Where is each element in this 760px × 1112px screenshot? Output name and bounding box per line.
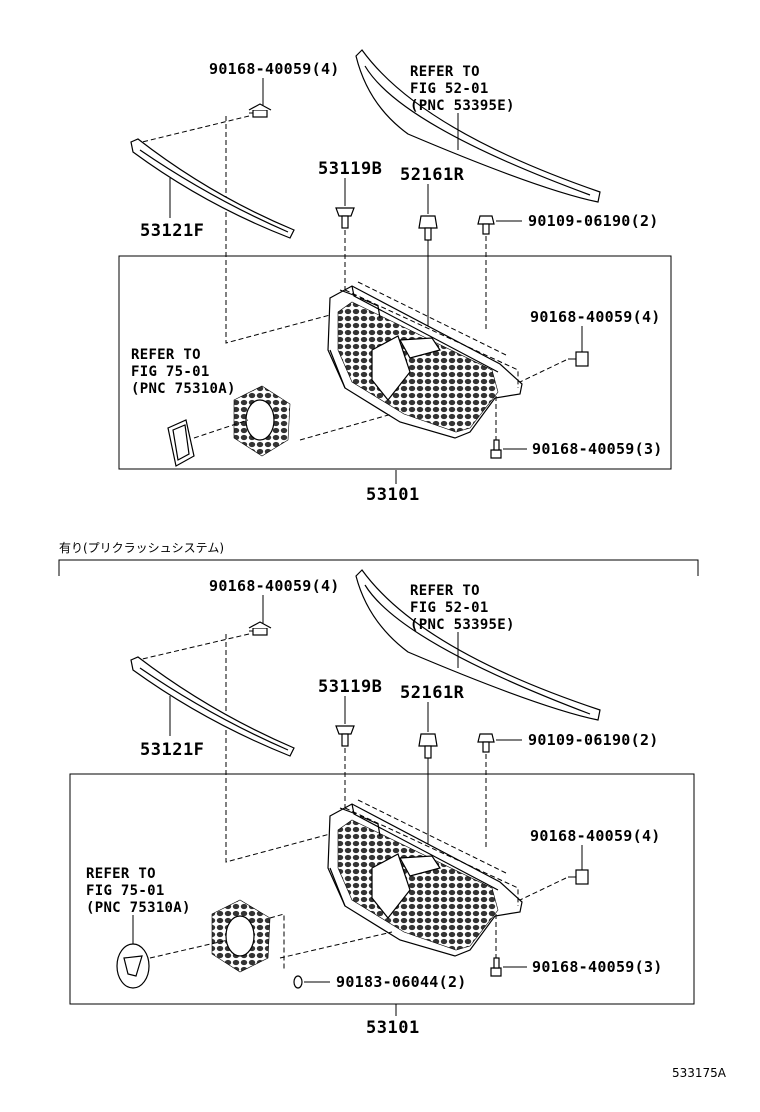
- label-screw: 90109-06190(2): [528, 731, 659, 749]
- bolt-icon: [248, 621, 272, 636]
- label-refer-75-line2: FIG 75-01: [86, 883, 165, 899]
- bolt-icon: [568, 869, 589, 885]
- label-molding: 53121F: [140, 740, 204, 760]
- clip-icon: [418, 215, 438, 241]
- label-bolt-top: 90168-40059(4): [209, 60, 340, 78]
- washer-icon: [293, 975, 303, 989]
- label-refer-75-line3: (PNC 75310A): [131, 381, 236, 397]
- upper-diagram: 90168-40059(4) 53121F REFER TO FIG 52-01…: [118, 49, 672, 505]
- grille-frame-box: [69, 773, 695, 1005]
- label-clip-53119b: 53119B: [318, 159, 382, 179]
- label-bolt-top: 90168-40059(4): [209, 577, 340, 595]
- emblem-base-mesh: [233, 385, 291, 457]
- label-refer-75-line3: (PNC 75310A): [86, 900, 191, 916]
- label-bolt-bottom: 90168-40059(3): [532, 440, 663, 458]
- label-clip-52161r: 52161R: [400, 683, 465, 703]
- section-bracket: [58, 559, 699, 576]
- lower-diagram: 90168-40059(4) 53121F REFER TO FIG 52-01…: [69, 569, 695, 1038]
- label-bolt-right: 90168-40059(4): [530, 308, 661, 326]
- clip-icon: [335, 207, 355, 229]
- clip-icon: [335, 725, 355, 747]
- label-washer: 90183-06044(2): [336, 973, 467, 991]
- bolt-icon: [568, 351, 589, 367]
- label-screw: 90109-06190(2): [528, 212, 659, 230]
- label-refer-75-line1: REFER TO: [131, 347, 201, 363]
- molding-strip: [130, 656, 295, 757]
- emblem-base-mesh: [211, 899, 271, 973]
- hood-molding-strip: [355, 49, 601, 203]
- bolt-icon: [490, 957, 502, 977]
- label-refer-52-line1: REFER TO: [410, 64, 480, 80]
- bolt-icon: [248, 103, 272, 118]
- hood-molding-strip: [355, 569, 601, 721]
- label-grille: 53101: [366, 485, 420, 505]
- label-clip-52161r: 52161R: [400, 165, 465, 185]
- clip-icon: [418, 733, 438, 759]
- label-refer-52-line1: REFER TO: [410, 583, 480, 599]
- label-refer-52-line3: (PNC 53395E): [410, 98, 515, 114]
- screw-icon: [477, 215, 495, 235]
- label-refer-52-line2: FIG 52-01: [410, 81, 489, 97]
- label-bolt-right: 90168-40059(4): [530, 827, 661, 845]
- screw-icon: [477, 733, 495, 753]
- emblem: [167, 419, 195, 467]
- label-molding: 53121F: [140, 221, 204, 241]
- section-title: 有り(プリクラッシュシステム): [59, 541, 224, 555]
- label-refer-52-line3: (PNC 53395E): [410, 617, 515, 633]
- label-refer-75-line1: REFER TO: [86, 866, 156, 882]
- bolt-icon: [490, 439, 502, 459]
- grille-frame-box: [118, 255, 672, 470]
- figure-code: 533175A: [672, 1066, 727, 1080]
- label-clip-53119b: 53119B: [318, 677, 382, 697]
- emblem: [116, 943, 150, 989]
- label-refer-52-line2: FIG 52-01: [410, 600, 489, 616]
- radiator-grille: [327, 285, 523, 439]
- label-refer-75-line2: FIG 75-01: [131, 364, 210, 380]
- molding-strip: [130, 138, 295, 239]
- radiator-grille: [327, 803, 523, 957]
- label-bolt-bottom: 90168-40059(3): [532, 958, 663, 976]
- label-grille: 53101: [366, 1018, 420, 1038]
